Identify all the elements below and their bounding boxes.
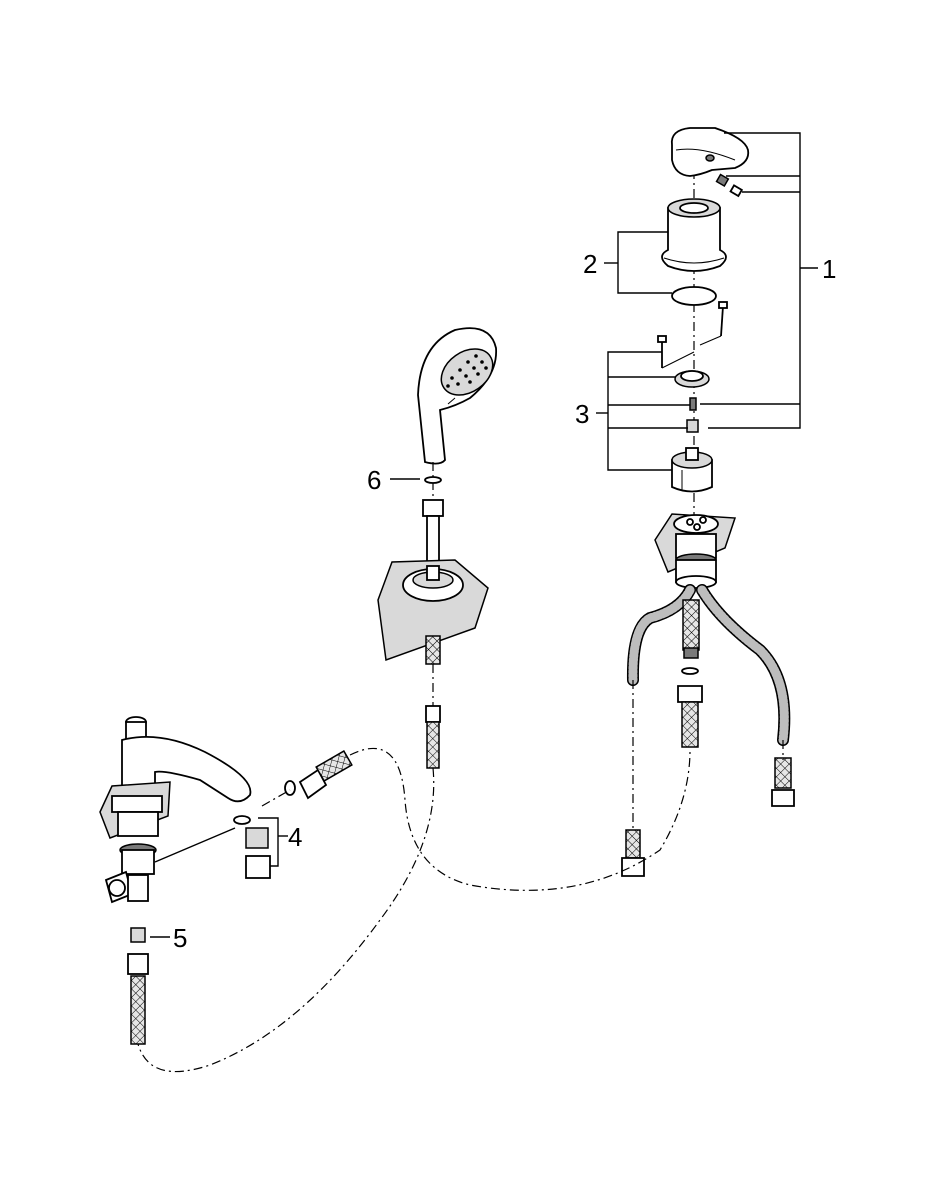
shower-washer [424,476,442,484]
screw-cap [729,184,744,198]
spout-assembly: 4 5 [99,716,353,1045]
mixer-supply-hoses [621,584,795,877]
shower-hose-nut [425,705,441,723]
escutcheon-sleeve [661,198,727,272]
hose-routing-lines [137,747,691,1073]
mixer-deck-plate [654,513,737,589]
spout-body [99,716,252,904]
stem-adapter [686,419,699,433]
callout-6: 6 [367,465,381,495]
callout-4: 4 [288,822,302,852]
hand-shower-head [417,327,497,465]
callout-1-leaders [700,132,818,429]
callout-3-leaders [596,351,690,471]
callout-1: 1 [822,254,836,284]
set-screw [715,173,730,187]
o-ring [671,286,717,306]
mounting-bolts [657,301,728,369]
hand-shower-assembly: 6 [367,327,497,769]
diverter-parts [233,815,288,879]
callout-3: 3 [575,399,589,429]
callout-2-leaders [604,231,672,294]
mixer-lever-handle [670,127,750,177]
mixer-assembly: 1 2 3 [575,127,836,877]
callout-2: 2 [583,249,597,279]
spout-washer-and-nut [284,750,353,800]
check-valve [130,927,146,943]
cartridge-nut [674,370,710,388]
shower-hose-segment [426,721,440,769]
cartridge [671,447,713,493]
stem-pin [689,397,697,411]
shower-hose-holder [377,499,489,665]
callout-5: 5 [173,923,187,953]
spout-supply-hose [127,953,149,1045]
